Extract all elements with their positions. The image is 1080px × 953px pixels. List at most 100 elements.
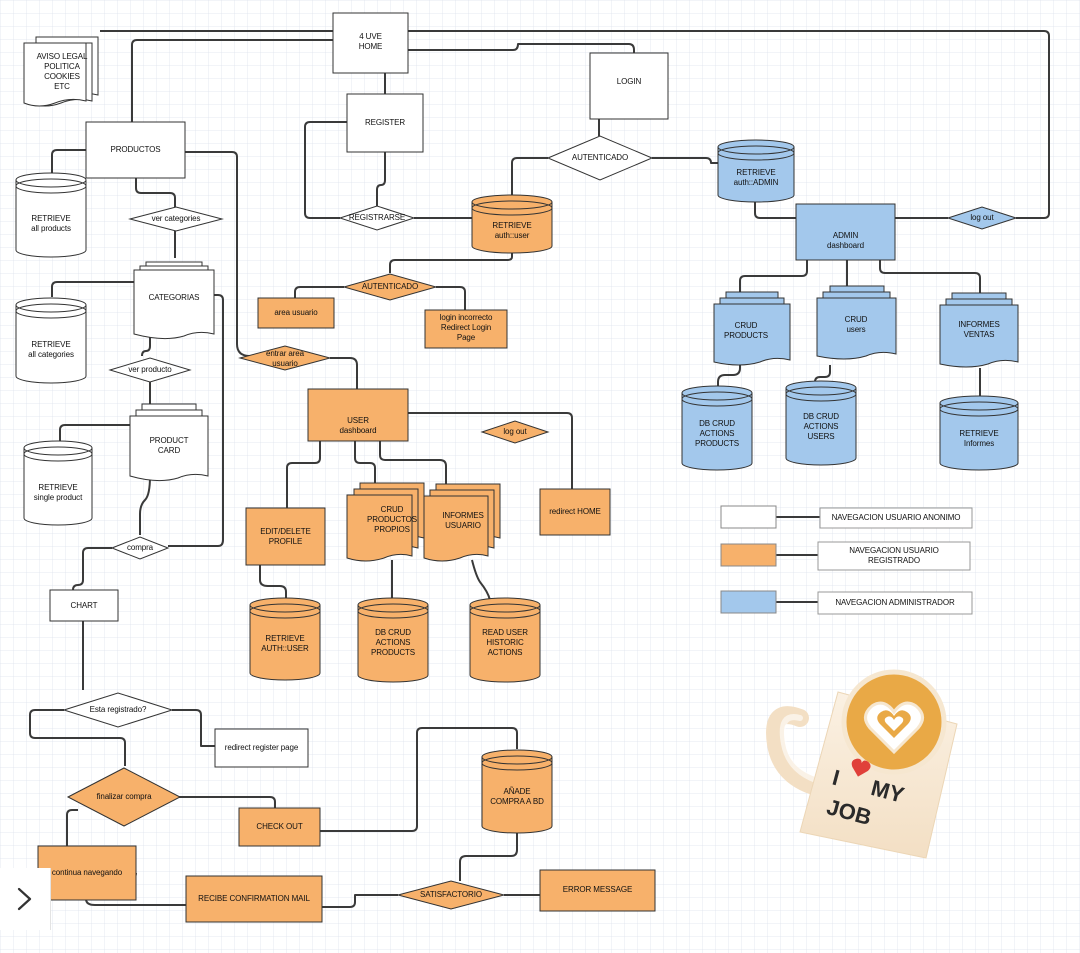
node-register-label: REGISTER	[365, 118, 405, 127]
node-error-message-label: ERROR MESSAGE	[563, 885, 632, 894]
decision-satisfactorio[interactable]: SATISFACTORIO	[396, 880, 506, 910]
legend: NAVEGACION USUARIO ANONIMO NAVEGACION US…	[720, 505, 973, 615]
decision-autenticado-user[interactable]: AUTENTICADO	[342, 273, 438, 301]
node-recibe-confirmation-label: RECIBE CONFIRMATION MAIL	[198, 894, 310, 903]
connectors	[29, 30, 1050, 908]
node-redirect-register[interactable]: redirect register page	[214, 728, 309, 768]
node-error-message[interactable]: ERROR MESSAGE	[539, 869, 656, 912]
decision-finalizar-compra-label: finalizar compra	[97, 792, 153, 801]
decision-registrarse-label: REGISTRARSE	[349, 213, 405, 222]
legend-label-anonimo: NAVEGACION USUARIO ANONIMO	[832, 513, 961, 522]
decision-autenticado-login-label: AUTENTICADO	[572, 153, 628, 162]
node-login[interactable]: LOGIN	[589, 52, 669, 120]
node-check-out-label: CHECK OUT	[256, 822, 302, 831]
node-area-usuario-label: area usuario	[274, 308, 318, 317]
node-chart[interactable]: CHART	[49, 589, 119, 622]
decision-log-out-admin[interactable]: log out	[946, 206, 1018, 230]
node-continua-navegando-label: continua navegando	[52, 868, 123, 877]
decision-log-out-admin-label: log out	[970, 213, 994, 222]
decision-finalizar-compra[interactable]: finalizar compra	[66, 767, 182, 827]
node-redirect-home[interactable]: redirect HOME	[539, 488, 611, 536]
legend-item-administrador: NAVEGACION ADMINISTRADOR	[720, 590, 973, 615]
legend-swatch-registrado	[720, 543, 777, 567]
decision-autenticado-login[interactable]: AUTENTICADO	[546, 135, 654, 181]
node-area-usuario[interactable]: area usuario	[257, 297, 335, 329]
next-page-button[interactable]	[0, 868, 51, 930]
decision-ver-producto[interactable]: ver producto	[108, 357, 192, 383]
decision-compra[interactable]: compra	[110, 536, 170, 560]
node-login-label: LOGIN	[617, 77, 642, 86]
chevron-right-icon	[17, 887, 32, 911]
node-categorias[interactable]: CATEGORIAS	[133, 261, 215, 340]
node-productos-label: PRODUCTOS	[110, 145, 160, 154]
decision-log-out-user[interactable]: log out	[480, 420, 550, 444]
node-check-out[interactable]: CHECK OUT	[238, 807, 321, 847]
node-productos[interactable]: PRODUCTOS	[85, 121, 186, 179]
decision-satisfactorio-label: SATISFACTORIO	[420, 890, 482, 899]
node-redirect-home-label: redirect HOME	[549, 507, 601, 516]
decision-registrarse[interactable]: REGISTRARSE	[338, 205, 416, 231]
decision-esta-registrado-label: Esta registrado?	[90, 705, 147, 714]
legend-swatch-administrador	[720, 590, 777, 614]
node-chart-label: CHART	[71, 601, 98, 610]
decision-compra-label: compra	[127, 543, 154, 552]
decision-esta-registrado[interactable]: Esta registrado?	[62, 692, 174, 728]
node-register[interactable]: REGISTER	[346, 93, 424, 153]
legend-item-anonimo: NAVEGACION USUARIO ANONIMO	[720, 505, 973, 529]
decision-ver-categories[interactable]: ver categories	[128, 206, 224, 232]
small-heart-icon	[851, 758, 871, 777]
node-recibe-confirmation[interactable]: RECIBE CONFIRMATION MAIL	[185, 875, 323, 923]
legend-label-administrador: NAVEGACION ADMINISTRADOR	[835, 598, 955, 607]
decision-autenticado-user-label: AUTENTICADO	[362, 282, 418, 291]
decision-ver-producto-label: ver producto	[128, 365, 172, 374]
legend-swatch-anonimo	[720, 505, 777, 529]
node-continua-navegando[interactable]: continua navegando	[37, 845, 137, 901]
